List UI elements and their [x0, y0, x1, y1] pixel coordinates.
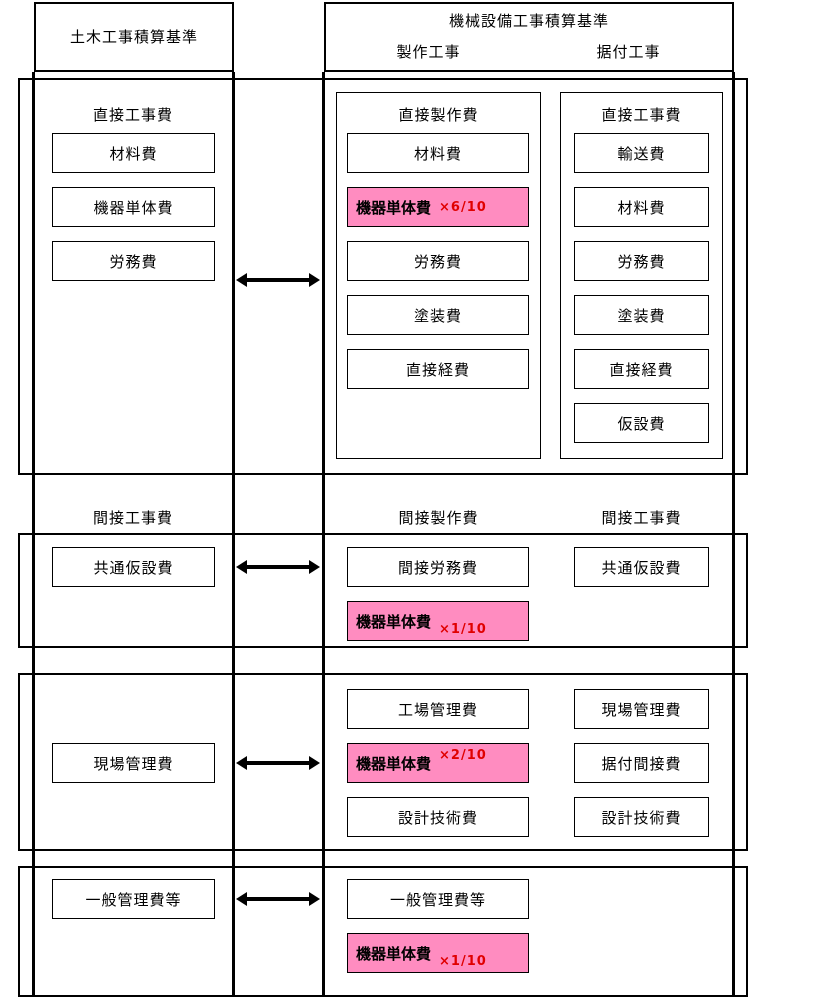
item-box: 仮設費 [574, 403, 709, 443]
section-direct-right-heading: 直接工事費 [601, 106, 682, 124]
item-label: 労務費 [617, 252, 666, 271]
item-label: 労務費 [413, 252, 462, 271]
item-label: 機器単体費 [93, 198, 174, 217]
item-label: 間接労務費 [397, 558, 478, 577]
arrow-head-left-icon [236, 892, 247, 906]
item-box: 材料費 [52, 133, 215, 173]
header-sub-seisaku: 製作工事 [396, 43, 461, 61]
item-box: 塗装費 [574, 295, 709, 335]
item-label: 共通仮設費 [93, 558, 174, 577]
item-box: 間接労務費 [347, 547, 529, 587]
item-box: 一般管理費等 [52, 879, 215, 919]
section-general-admin-frame [18, 866, 748, 997]
item-label: 設計技術費 [397, 808, 478, 827]
item-multiplier: ×1/10 [439, 622, 487, 637]
section-direct-frame [18, 78, 748, 475]
header-right-title: 機械設備工事積算基準 [448, 12, 609, 30]
arrow-shaft [245, 565, 311, 569]
item-box: 現場管理費 [52, 743, 215, 783]
item-label: 機器単体費 [356, 198, 432, 217]
section-direct-right-group [560, 92, 723, 459]
item-box: 労務費 [347, 241, 529, 281]
item-box: 塗装費 [347, 295, 529, 335]
item-box: 直接経費 [347, 349, 529, 389]
item-label: 直接経費 [609, 360, 674, 379]
item-label: 労務費 [109, 252, 158, 271]
arrow-head-right-icon [309, 273, 320, 287]
section-indirect-left-heading: 間接工事費 [92, 509, 173, 527]
arrow-shaft [245, 761, 311, 765]
item-box: 共通仮設費 [52, 547, 215, 587]
item-label: 材料費 [413, 144, 462, 163]
item-box: 据付間接費 [574, 743, 709, 783]
item-box: 設計技術費 [574, 797, 709, 837]
item-label: 材料費 [109, 144, 158, 163]
item-label: 一般管理費等 [389, 890, 486, 909]
arrow-head-right-icon [309, 756, 320, 770]
item-label: 一般管理費等 [85, 890, 182, 909]
item-box-highlight: 機器単体費 ×6/10 [347, 187, 529, 227]
section-direct-left-heading: 直接工事費 [92, 106, 173, 124]
section-indirect-middle-heading: 間接製作費 [398, 509, 479, 527]
item-box: 労務費 [574, 241, 709, 281]
link-arrow-site-management [236, 756, 320, 770]
item-label: 機器単体費 [356, 944, 432, 963]
link-arrow-general-admin [236, 892, 320, 906]
item-label: 共通仮設費 [601, 558, 682, 577]
arrow-head-right-icon [309, 560, 320, 574]
item-multiplier: ×6/10 [439, 199, 487, 215]
section-direct-middle-heading: 直接製作費 [398, 106, 479, 124]
header-cell-left: 土木工事積算基準 [34, 2, 234, 72]
item-label: 輸送費 [617, 144, 666, 163]
item-label: 塗装費 [413, 306, 462, 325]
arrow-head-left-icon [236, 756, 247, 770]
item-box: 工場管理費 [347, 689, 529, 729]
item-label: 直接経費 [405, 360, 470, 379]
item-multiplier: ×2/10 [439, 748, 487, 763]
item-label: 材料費 [617, 198, 666, 217]
item-label: 現場管理費 [93, 754, 174, 773]
arrow-head-right-icon [309, 892, 320, 906]
item-multiplier: ×1/10 [439, 954, 487, 969]
item-box: 現場管理費 [574, 689, 709, 729]
item-box: 共通仮設費 [574, 547, 709, 587]
item-label: 現場管理費 [601, 700, 682, 719]
link-arrow-direct [236, 273, 320, 287]
item-box: 一般管理費等 [347, 879, 529, 919]
arrow-shaft [245, 897, 311, 901]
item-label: 機器単体費 [356, 754, 432, 773]
section-direct-middle-group [336, 92, 541, 459]
header-cell-right: 機械設備工事積算基準 製作工事 据付工事 [324, 2, 734, 72]
item-box: 材料費 [574, 187, 709, 227]
arrow-head-left-icon [236, 560, 247, 574]
section-indirect-right-heading: 間接工事費 [601, 509, 682, 527]
item-box: 直接経費 [574, 349, 709, 389]
header-left-title: 土木工事積算基準 [69, 27, 198, 46]
item-label: 機器単体費 [356, 612, 432, 631]
item-box: 材料費 [347, 133, 529, 173]
item-label: 塗装費 [617, 306, 666, 325]
item-box-highlight: 機器単体費 ×1/10 [347, 601, 529, 641]
section-site-management-frame [18, 673, 748, 851]
item-label: 工場管理費 [397, 700, 478, 719]
arrow-head-left-icon [236, 273, 247, 287]
header-sub-suetsuke: 据付工事 [596, 43, 661, 61]
item-box: 労務費 [52, 241, 215, 281]
section-indirect-frame [18, 533, 748, 648]
item-box-highlight: 機器単体費 ×1/10 [347, 933, 529, 973]
item-box-highlight: 機器単体費 ×2/10 [347, 743, 529, 783]
item-label: 仮設費 [617, 414, 666, 433]
arrow-shaft [245, 278, 311, 282]
item-label: 設計技術費 [601, 808, 682, 827]
item-label: 据付間接費 [601, 754, 682, 773]
link-arrow-indirect [236, 560, 320, 574]
item-box: 機器単体費 [52, 187, 215, 227]
item-box: 輸送費 [574, 133, 709, 173]
item-box: 設計技術費 [347, 797, 529, 837]
